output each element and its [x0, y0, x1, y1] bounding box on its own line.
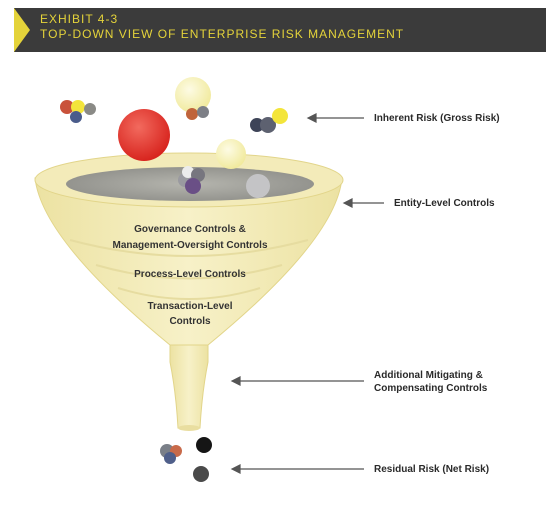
funnel-layer-governance-label: Governance Controls & Management-Oversig…	[95, 222, 285, 254]
governance-label-line2: Management-Oversight Controls	[112, 240, 268, 251]
exhibit-title: TOP-DOWN VIEW OF ENTERPRISE RISK MANAGEM…	[40, 27, 405, 41]
exhibit-header-text: EXHIBIT 4-3 TOP-DOWN VIEW OF ENTERPRISE …	[40, 12, 404, 42]
funnel-layer-transaction-label: Transaction-Level Controls	[115, 299, 265, 329]
risk-ball-small-navy	[70, 111, 82, 123]
funnel-spout	[169, 344, 209, 429]
funnel-layer-process-label: Process-Level Controls	[95, 267, 285, 283]
mitigating-label-line1: Additional Mitigating &	[374, 370, 483, 381]
risk-ball-in-funnel-lightgray	[246, 174, 270, 198]
funnel-band-2	[95, 264, 283, 280]
risk-ball-orange-small	[186, 108, 198, 120]
risk-ball-small-red	[60, 100, 74, 114]
risk-ball-yellow	[272, 108, 288, 124]
residual-risk-arrow	[230, 464, 364, 474]
entity-level-arrow	[342, 198, 384, 208]
residual-ball-navy	[164, 452, 176, 464]
risk-ball-small-gray	[84, 103, 96, 115]
mitigating-controls-arrow	[230, 376, 364, 386]
process-label-line: Process-Level Controls	[134, 269, 246, 280]
entity-level-controls-label: Entity-Level Controls	[394, 198, 495, 209]
risk-ball-slate	[260, 117, 276, 133]
exhibit-header-bar	[14, 8, 546, 52]
inherent-risk-label: Inherent Risk (Gross Risk)	[374, 113, 500, 124]
risk-ball-gray-small	[197, 106, 209, 118]
exhibit-number: EXHIBIT 4-3	[40, 12, 119, 26]
inherent-risk-arrow	[306, 113, 364, 123]
risk-ball-large-red	[118, 109, 170, 161]
risk-ball-in-funnel-purple	[185, 178, 201, 194]
mitigating-label-line2: Compensating Controls	[374, 383, 488, 394]
governance-label-line1: Governance Controls &	[134, 224, 246, 235]
mitigating-controls-label: Additional Mitigating & Compensating Con…	[374, 369, 487, 395]
residual-ball-black	[196, 437, 212, 453]
funnel-band-1	[69, 239, 309, 257]
residual-risk-label: Residual Risk (Net Risk)	[374, 464, 490, 475]
residual-ball-darkgray	[193, 466, 209, 482]
funnel-band-3	[117, 287, 261, 300]
funnel-spout-end	[178, 425, 200, 431]
risk-ball-pale-medium	[216, 139, 246, 169]
transaction-label-line1: Transaction-Level	[147, 301, 233, 312]
transaction-label-line2: Controls	[169, 316, 211, 327]
risk-ball-small-yellow	[71, 100, 85, 114]
risk-ball-dark-navy	[250, 118, 264, 132]
risk-ball-pale-large	[175, 77, 211, 113]
header-chevron-marker	[14, 8, 30, 52]
